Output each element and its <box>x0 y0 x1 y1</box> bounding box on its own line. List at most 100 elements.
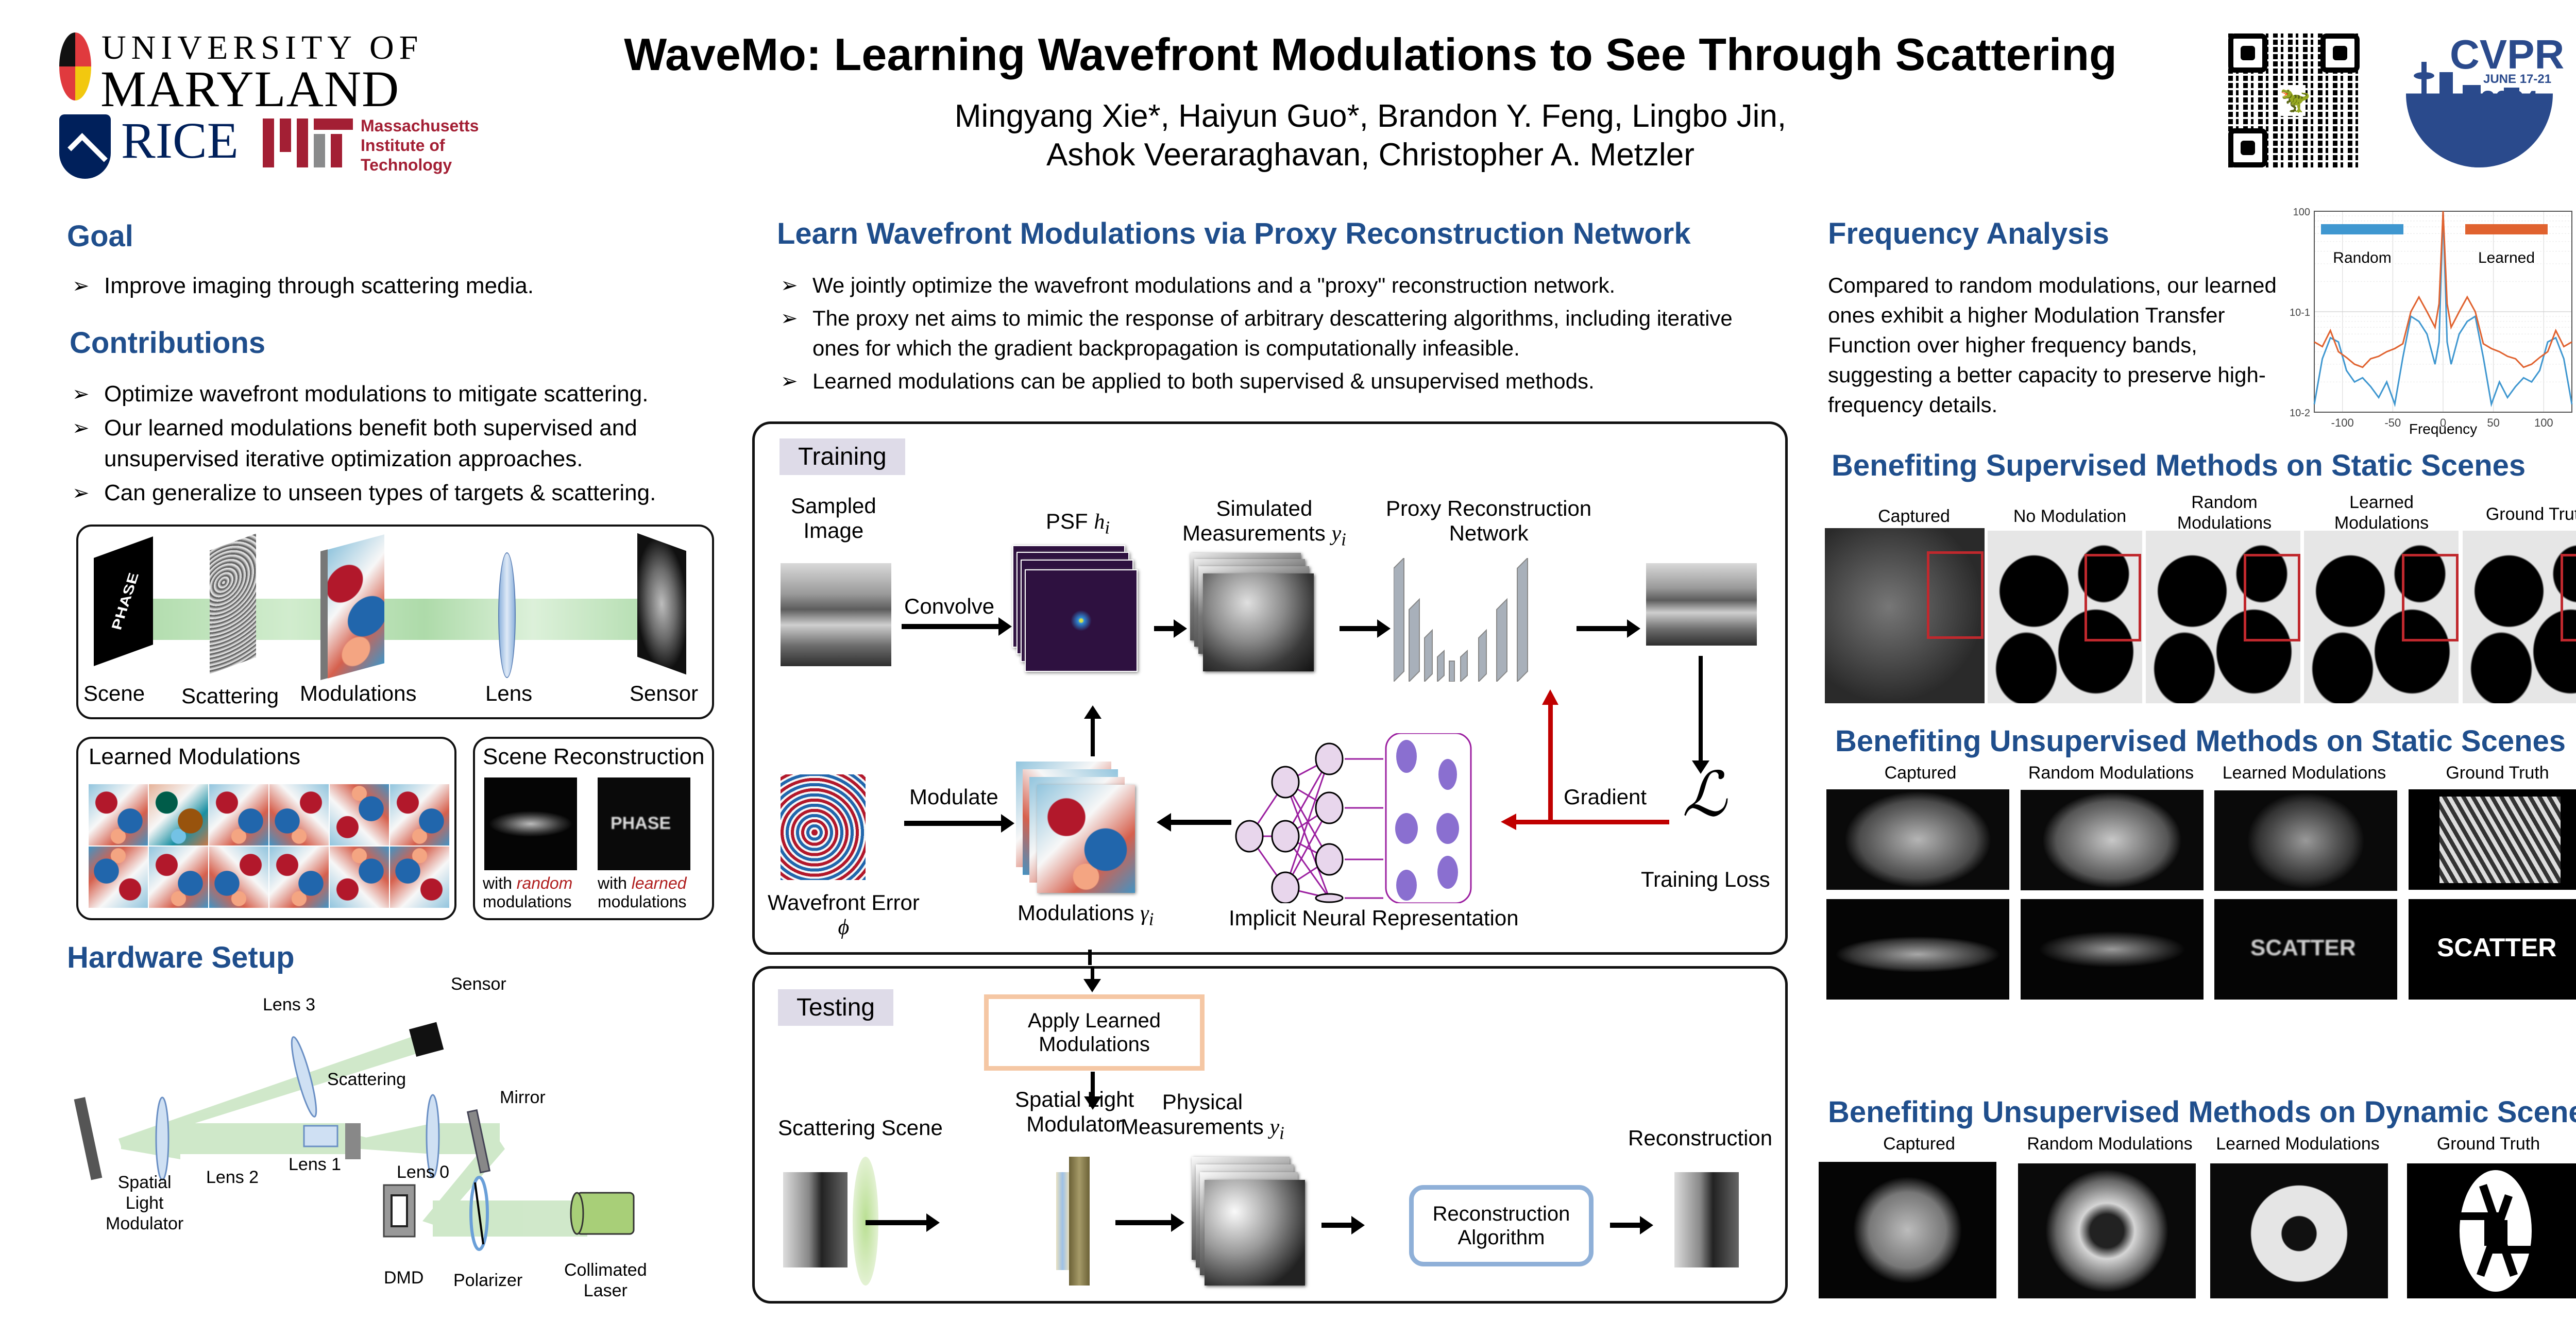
apply-modulations-box: Apply Learned Modulations <box>984 994 1205 1071</box>
light-beam <box>127 599 668 640</box>
hw-label-slm-1: Spatial <box>117 1173 172 1192</box>
unet-layer <box>1437 649 1445 683</box>
dyn-captured-image <box>1819 1162 1996 1298</box>
dyn-gt-image <box>2407 1163 2576 1298</box>
unsup-gt-image-2: SCATTER <box>2409 899 2576 1000</box>
umd-logo: UNIVERSITY OF MARYLAND <box>59 28 482 117</box>
sensor-shape <box>409 1022 444 1057</box>
loss-symbol: ℒ <box>1682 759 1727 831</box>
cvpr-year: 2024 <box>2481 86 2538 114</box>
hw-label-scattering: Scattering <box>327 1070 406 1089</box>
proxy-net-line1: Proxy Reconstruction <box>1386 496 1592 520</box>
recon-random-image <box>484 777 577 870</box>
aperture-icon <box>2459 1170 2533 1292</box>
unsup-col-label: Ground Truth <box>2446 763 2549 783</box>
testing-panel: Testing Apply Learned Modulations Scatte… <box>752 966 1788 1304</box>
zoom-region-box <box>2084 554 2141 641</box>
phys-meas-label: Physical Measurements yi <box>1121 1090 1284 1145</box>
reconstructed-image <box>1646 563 1757 646</box>
phys-meas-line1: Physical <box>1162 1090 1243 1114</box>
basis-surface <box>1396 740 1417 773</box>
gradient-arrow-horizontal <box>1515 820 1669 824</box>
lens0-shape <box>426 1094 440 1178</box>
lens-shape <box>498 552 516 678</box>
mod-symbol: γ <box>1140 902 1149 925</box>
modulation-tile <box>149 847 208 908</box>
poster-title: WaveMo: Learning Wavefront Modulations t… <box>624 29 2117 80</box>
x-tick-label: 50 <box>2487 416 2499 429</box>
unsup-dynamic-heading: Benefiting Unsupervised Methods on Dynam… <box>1828 1095 2576 1129</box>
basis-surface <box>1395 813 1418 844</box>
psf-symbol: h <box>1094 510 1105 534</box>
meas-symbol: y <box>1331 522 1342 546</box>
mod-to-psf-arrow <box>1084 705 1101 756</box>
inr-node <box>1315 893 1344 903</box>
gradient-arrowhead-up-icon <box>1542 689 1558 705</box>
legend-label-learned: Learned <box>2478 249 2535 266</box>
inr-to-mod-arrow <box>1170 820 1231 825</box>
lens2-shape <box>155 1096 170 1181</box>
x-tick-label: -50 <box>2384 416 2401 429</box>
inr-node <box>1271 766 1300 799</box>
inr-node <box>1315 791 1344 824</box>
mit-name: Massachusetts Institute of Technology <box>361 116 479 175</box>
x-tick-label: 100 <box>2534 416 2553 429</box>
method-heading: Learn Wavefront Modulations via Proxy Re… <box>777 217 1691 250</box>
dyn-col-label: Learned Modulations <box>2216 1134 2380 1154</box>
output-to-loss-arrow <box>1692 656 1709 774</box>
unsup-captured-image <box>1826 789 2009 890</box>
goal-bullets: Improve imaging through scattering media… <box>72 270 716 305</box>
chart-series <box>2313 211 2573 408</box>
inr-node <box>1271 820 1300 853</box>
slm-line2: Modulator <box>1026 1112 1123 1136</box>
sim-meas-line2: Measurements <box>1182 521 1326 545</box>
sup-gt-image <box>2463 531 2576 703</box>
psf-subscript: i <box>1105 517 1110 538</box>
lens1-shape <box>303 1125 338 1147</box>
slm-shape <box>74 1097 103 1180</box>
modulation-tile <box>390 784 449 845</box>
hw-label-slm-2: Light <box>125 1193 164 1213</box>
learned-modulations-panel: Learned Modulations <box>76 737 456 920</box>
hardware-heading: Hardware Setup <box>67 941 295 974</box>
slm-to-meas-arrow <box>1115 1213 1184 1232</box>
contribution-bullet: Our learned modulations benefit both sup… <box>72 413 716 475</box>
basis-surface <box>1396 870 1417 901</box>
reconstruction-image <box>1674 1172 1739 1267</box>
sampled-image-line1: Sampled <box>791 494 876 518</box>
reconstruction-label: Reconstruction <box>1628 1126 1773 1150</box>
sensor-plate <box>637 533 686 675</box>
caption-emph: random <box>516 874 573 892</box>
sampled-image-line2: Image <box>803 518 864 543</box>
cvpr-logo: CVPR JUNE 17-21 2024 <box>2401 31 2566 170</box>
unsup-captured-image-2 <box>1826 899 2009 1000</box>
authors-line1: Mingyang Xie*, Haiyun Guo*, Brandon Y. F… <box>954 98 1787 134</box>
basis-surface <box>1436 813 1459 844</box>
meas-subscript: i <box>1341 529 1346 550</box>
hw-label-lens0: Lens 0 <box>397 1162 450 1182</box>
rice-shield-icon <box>59 114 111 179</box>
modulation-tile <box>209 847 268 908</box>
unsup-static-heading: Benefiting Unsupervised Methods on Stati… <box>1835 724 2566 758</box>
basis-surface <box>1437 856 1458 889</box>
supervised-heading: Benefiting Supervised Methods on Static … <box>1832 449 2526 482</box>
legend-swatch-learned <box>2465 224 2548 234</box>
inr-to-mod-arrowhead-icon <box>1157 813 1171 832</box>
caption-suffix: modulations <box>483 892 572 911</box>
modulation-tile <box>149 784 208 845</box>
sampled-image <box>781 563 891 666</box>
contributions-heading: Contributions <box>70 326 266 360</box>
legend-swatch-random <box>2321 224 2403 234</box>
y-tick-label: 10-1 <box>2290 307 2310 318</box>
net-to-output-arrow <box>1577 619 1640 638</box>
cvpr-dates: JUNE 17-21 <box>2483 72 2552 86</box>
hw-label-polarizer: Polarizer <box>453 1271 523 1290</box>
slm-device-screen <box>1056 1172 1069 1270</box>
sup-col-label: Learned Modulations <box>2303 492 2460 533</box>
qr-code-icon[interactable]: 🦖 <box>2228 33 2360 167</box>
gradient-arrow-vertical <box>1548 702 1553 823</box>
recon-alg-line1: Reconstruction <box>1432 1203 1570 1225</box>
